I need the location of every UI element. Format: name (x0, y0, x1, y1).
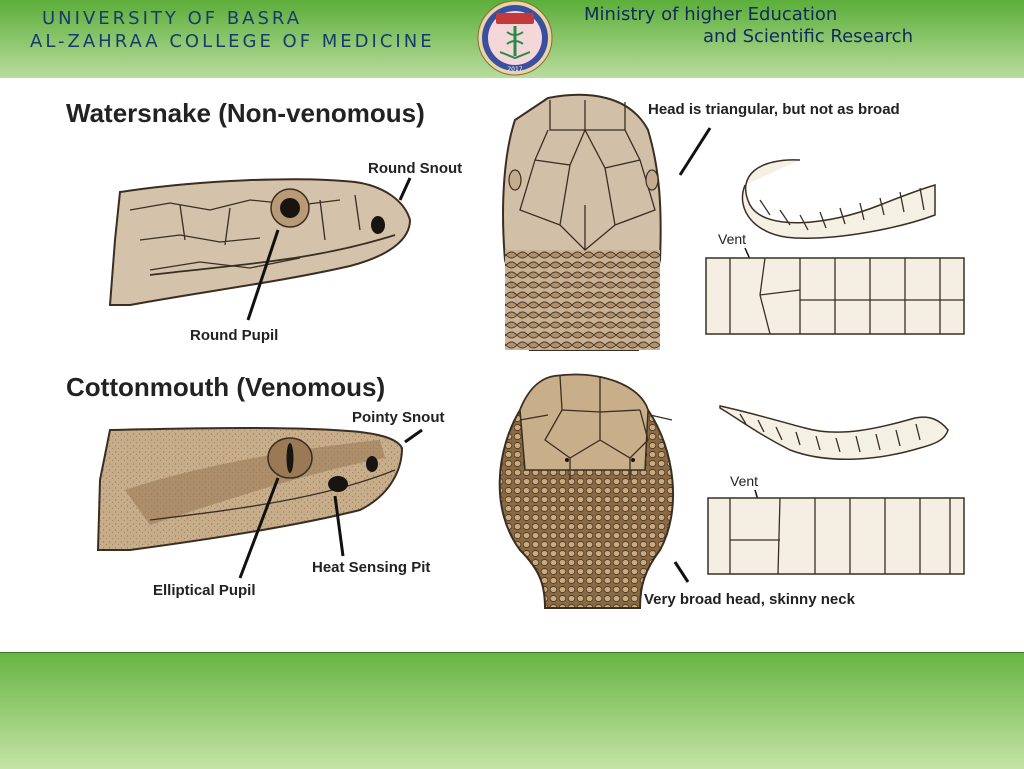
watersnake-side-head (108, 178, 412, 306)
cottonmouth-belly-scales (707, 497, 965, 575)
elliptical-pupil-label: Elliptical Pupil (153, 582, 256, 599)
cottonmouth-vent-label: Vent (730, 473, 758, 489)
ministry-line-1: Ministry of higher Education (584, 4, 838, 25)
elliptical-pupil-arrow (238, 477, 280, 579)
pointy-snout-label: Pointy Snout (352, 409, 445, 426)
heat-sensing-pit-label: Heat Sensing Pit (312, 559, 430, 576)
watersnake-vent-label: Vent (718, 231, 746, 247)
ministry-line-2: and Scientific Research (703, 26, 913, 47)
snake-comparison-diagram: Watersnake (Non-venomous) Round Snout Ro… (0, 78, 1024, 652)
watersnake-title: Watersnake (Non-venomous) (66, 98, 425, 128)
head-triangular-label: Head is triangular, but not as broad (648, 101, 900, 118)
svg-text:2017: 2017 (507, 66, 522, 73)
header-banner: UNIVERSITY OF BASRA AL-ZAHRAA COLLEGE OF… (0, 0, 1024, 78)
cottonmouth-side-head (96, 427, 404, 551)
round-pupil-arrow (246, 229, 280, 321)
watersnake-top-head (502, 93, 662, 351)
college-name: AL-ZAHRAA COLLEGE OF MEDICINE (30, 31, 435, 52)
round-snout-label: Round Snout (368, 160, 462, 177)
broad-head-label: Very broad head, skinny neck (644, 591, 856, 608)
watersnake-belly-scales (705, 257, 965, 335)
footer-banner (0, 652, 1024, 769)
university-logo: 2017 (470, 0, 560, 78)
cottonmouth-tail (719, 405, 949, 461)
pointy-snout-arrow (404, 428, 423, 444)
heat-pit-arrow (333, 495, 345, 557)
round-pupil-label: Round Pupil (190, 327, 278, 344)
cottonmouth-top-head (498, 373, 675, 609)
round-snout-arrow (398, 177, 412, 201)
university-name: UNIVERSITY OF BASRA (42, 8, 303, 29)
watersnake-tail (741, 159, 936, 239)
broad-head-arrow (673, 561, 690, 583)
head-triangular-arrow (678, 127, 712, 176)
cottonmouth-title: Cottonmouth (Venomous) (66, 372, 385, 402)
